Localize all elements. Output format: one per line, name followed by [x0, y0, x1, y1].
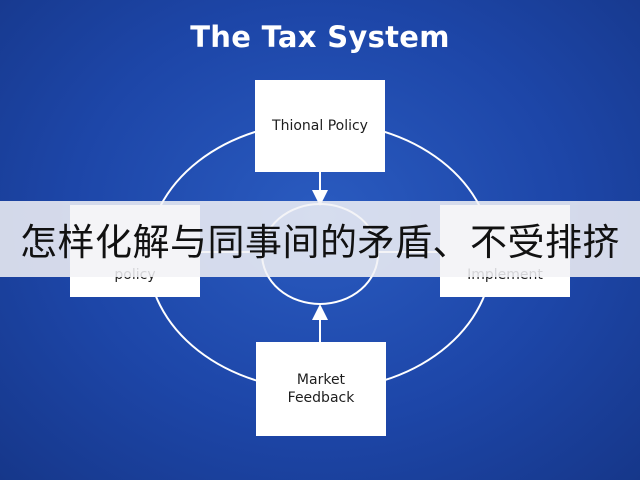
market-feedback-label-line-1: Market: [296, 371, 346, 388]
market-feedback-box: Market Feedback: [256, 342, 386, 436]
market-feedback-label-line-2: Feedback: [287, 390, 355, 406]
diagram-title: The Tax System: [190, 20, 450, 54]
caption-banner-text: 怎样化解与同事间的矛盾、不受排挤: [20, 221, 620, 264]
thional-policy-box: Thional Policy: [255, 80, 385, 172]
caption-banner: 怎样化解与同事间的矛盾、不受排挤: [0, 201, 640, 277]
thional-policy-label: Thional Policy: [272, 117, 368, 134]
